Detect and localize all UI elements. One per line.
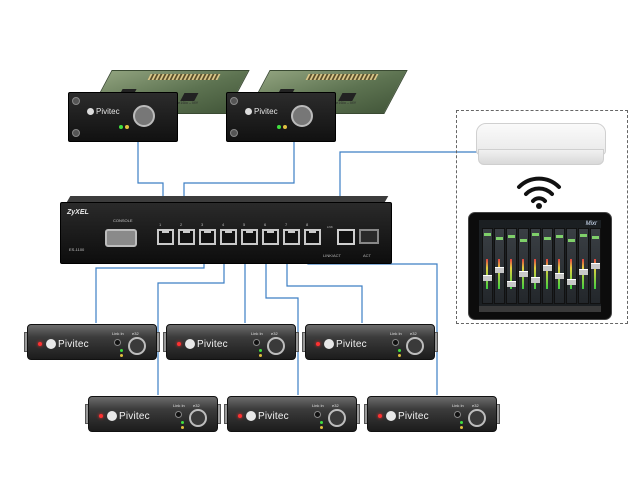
app-title: Mixr <box>585 221 597 227</box>
ethernet-port-2 <box>178 229 195 245</box>
pivitec-logo <box>185 339 195 349</box>
pivitec-interface-card: Pivitec e16io – MY <box>68 70 250 145</box>
pivitec-logo <box>324 339 334 349</box>
card-model: e16io – MY <box>336 100 357 105</box>
volume-knob <box>328 409 346 427</box>
switch-brand: ZyXEL <box>67 209 89 216</box>
mixer-model: e32 <box>410 331 417 336</box>
personal-mixer: Pivitec Link In e32 <box>85 392 221 432</box>
ethercon-port <box>291 105 313 127</box>
cable-port7-to-mixer3 <box>286 252 363 323</box>
ethernet-port-5 <box>241 229 258 245</box>
port-number: 4 <box>222 222 225 227</box>
lnk-label: LNK <box>327 225 333 229</box>
mixer-brand: Pivitec <box>336 339 367 350</box>
act-label: ACT <box>363 253 371 258</box>
mixer-model: e32 <box>193 403 200 408</box>
pivitec-logo <box>46 339 56 349</box>
port-number: 6 <box>264 222 267 227</box>
ethernet-switch: ZyXEL ES-1100 CONSOLE 1 2 3 4 5 6 7 8 LN… <box>60 196 392 264</box>
volume-knob <box>406 337 424 355</box>
mixer-brand: Pivitec <box>119 411 150 422</box>
ethernet-port-4 <box>220 229 237 245</box>
link-in-label: Link In <box>312 403 324 408</box>
pivitec-logo: Pivitec <box>87 107 120 116</box>
card-faceplate: Pivitec <box>68 92 178 142</box>
ethernet-port-3 <box>199 229 216 245</box>
personal-mixer: Pivitec Link In e32 <box>24 320 160 360</box>
port-number: 2 <box>180 222 183 227</box>
mixer-brand: Pivitec <box>258 411 289 422</box>
card-faceplate: Pivitec <box>226 92 336 142</box>
pivitec-logo <box>246 411 256 421</box>
volume-knob <box>128 337 146 355</box>
tablet-mixer-icon: Mixr <box>468 212 612 320</box>
port-number: 1 <box>159 222 162 227</box>
pivitec-interface-card: Pivitec e16io – MY <box>226 70 408 145</box>
port-number: 5 <box>243 222 246 227</box>
personal-mixer: Pivitec Link In e32 <box>364 392 500 432</box>
port-number: 8 <box>306 222 309 227</box>
mixer-brand: Pivitec <box>197 339 228 350</box>
pivitec-logo: Pivitec <box>245 107 278 116</box>
link-in-label: Link In <box>112 331 124 336</box>
link-in-label: Link In <box>251 331 263 336</box>
mixer-brand: Pivitec <box>58 339 89 350</box>
ethernet-port-8 <box>304 229 321 245</box>
link-in-label: Link In <box>452 403 464 408</box>
wireless-zone <box>456 110 628 324</box>
port-number: 7 <box>285 222 288 227</box>
port-number: 3 <box>201 222 204 227</box>
mixer-model: e32 <box>132 331 139 336</box>
mixer-model: e32 <box>472 403 479 408</box>
mixer-model: e32 <box>332 403 339 408</box>
pivitec-logo <box>386 411 396 421</box>
ethercon-port <box>133 105 155 127</box>
ethernet-port-6 <box>262 229 279 245</box>
volume-knob <box>468 409 486 427</box>
ethernet-port-1 <box>157 229 174 245</box>
uplink-port <box>337 229 355 245</box>
switch-model: ES-1100 <box>69 247 85 252</box>
card-model: e16io – MY <box>178 100 199 105</box>
ethernet-port-7 <box>283 229 300 245</box>
mixer-app-screen: Mixr <box>479 220 601 312</box>
volume-knob <box>267 337 285 355</box>
mixer-model: e32 <box>271 331 278 336</box>
personal-mixer: Pivitec Link In e32 <box>224 392 360 432</box>
link-in-label: Link In <box>390 331 402 336</box>
console-port <box>105 229 137 247</box>
pivitec-logo <box>107 411 117 421</box>
link-act-label: LINK/ACT <box>323 253 342 258</box>
personal-mixer: Pivitec Link In e32 <box>163 320 299 360</box>
personal-mixer: Pivitec Link In e32 <box>302 320 438 360</box>
volume-knob <box>189 409 207 427</box>
wireless-router-icon <box>476 123 606 167</box>
wifi-icon <box>517 176 561 209</box>
link-in-label: Link In <box>173 403 185 408</box>
console-label: CONSOLE <box>113 218 133 223</box>
sfp-port <box>359 229 379 244</box>
mixer-brand: Pivitec <box>398 411 429 422</box>
